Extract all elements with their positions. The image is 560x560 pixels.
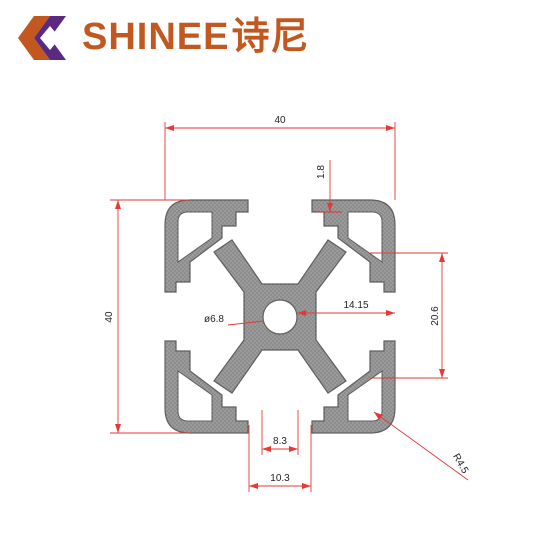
brand-name-latin: SHINEE bbox=[82, 16, 230, 58]
chamber-voids bbox=[177, 211, 383, 422]
dim-bore-label: ø6.8 bbox=[204, 314, 224, 325]
dim-slot-opening-label: 8.3 bbox=[273, 436, 287, 447]
dim-slot-width-label: 10.3 bbox=[270, 473, 290, 484]
dim-slot-depth-label: 20.6 bbox=[430, 306, 441, 326]
void-bottom-left bbox=[177, 370, 213, 422]
void-top-right bbox=[347, 211, 383, 263]
profile-drawing: 40 40 1.8 ø6.8 14.15 20.6 8.3 10.3 R4.5 bbox=[104, 115, 470, 492]
header: SHINEE诗尼 bbox=[0, 0, 560, 70]
shinee-logo-icon bbox=[18, 16, 66, 60]
dimension-arrows bbox=[115, 125, 445, 489]
dimension-lines bbox=[110, 122, 469, 492]
dim-radius-label: R4.5 bbox=[450, 452, 470, 476]
dim-height-label: 40 bbox=[104, 311, 115, 323]
brand-name-cn: 诗尼 bbox=[231, 14, 310, 58]
dim-offset-label: 14.15 bbox=[343, 300, 368, 311]
dim-lip-label: 1.8 bbox=[316, 165, 327, 179]
dim-width-label: 40 bbox=[274, 115, 286, 126]
void-top-left bbox=[177, 211, 213, 263]
center-bore bbox=[262, 299, 298, 335]
void-bottom-right bbox=[347, 370, 383, 422]
brand-wordmark: SHINEE诗尼 bbox=[82, 12, 310, 61]
